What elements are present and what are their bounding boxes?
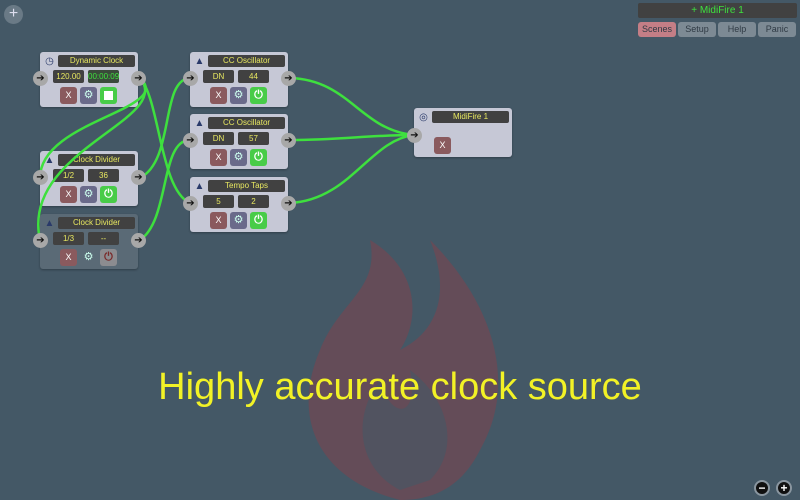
output-port-arrow-icon[interactable]: ➔ xyxy=(131,71,146,86)
power-button[interactable]: ⏻ xyxy=(250,87,267,104)
node-title: Clock Divider xyxy=(58,154,135,166)
input-port-arrow-icon[interactable]: ➔ xyxy=(33,233,48,248)
input-port-arrow-icon[interactable]: ➔ xyxy=(183,196,198,211)
clock-icon: ◷ xyxy=(45,56,54,67)
node-value-field[interactable]: 1/3 xyxy=(53,232,84,245)
setup-button[interactable]: Setup xyxy=(678,22,716,37)
delete-button[interactable]: X xyxy=(434,137,451,154)
panic-button[interactable]: Panic xyxy=(758,22,796,37)
scenes-button[interactable]: Scenes xyxy=(638,22,676,37)
node-title: Dynamic Clock xyxy=(58,55,135,67)
node-value-field[interactable]: 36 xyxy=(88,169,119,182)
output-port-arrow-icon[interactable]: ➔ xyxy=(131,170,146,185)
module-icon: ▲ xyxy=(44,218,55,229)
node-title: CC Oscillator xyxy=(208,117,285,129)
module-icon: ▲ xyxy=(194,118,205,129)
settings-gear-icon[interactable]: ⚙ xyxy=(83,251,94,263)
node-value-field[interactable]: 5 xyxy=(203,195,234,208)
node-title: CC Oscillator xyxy=(208,55,285,67)
output-port-arrow-icon[interactable]: ➔ xyxy=(281,196,296,211)
module-icon: ▲ xyxy=(44,155,55,166)
output-port-arrow-icon[interactable]: ➔ xyxy=(281,133,296,148)
caption-text: Highly accurate clock source xyxy=(158,366,642,408)
power-button[interactable]: ⏻ xyxy=(100,249,117,266)
input-port-arrow-icon[interactable]: ➔ xyxy=(33,71,48,86)
node-value-field[interactable]: 44 xyxy=(238,70,269,83)
node-value-field[interactable]: DN xyxy=(203,70,234,83)
node-clock-divider-2[interactable]: ▲Clock Divider 1/3 -- X ⚙ ⏻ xyxy=(40,214,138,269)
node-title: Tempo Taps xyxy=(208,180,285,192)
settings-gear-icon[interactable]: ⚙ xyxy=(230,87,247,104)
delete-button[interactable]: X xyxy=(60,87,77,104)
delete-button[interactable]: X xyxy=(210,212,227,229)
node-midifire-1[interactable]: ◎ MidiFire 1 X xyxy=(414,108,512,157)
output-port-arrow-icon[interactable]: ➔ xyxy=(281,71,296,86)
module-icon: ▲ xyxy=(194,56,205,67)
settings-gear-icon[interactable]: ⚙ xyxy=(80,186,97,203)
node-value-field[interactable]: 00:00:09 xyxy=(88,70,120,83)
zoom-in-icon[interactable]: + xyxy=(776,480,792,496)
stop-button[interactable] xyxy=(100,87,117,104)
settings-gear-icon[interactable]: ⚙ xyxy=(80,87,97,104)
delete-button[interactable]: X xyxy=(60,249,77,266)
device-selector[interactable]: + MidiFire 1 xyxy=(638,3,797,18)
delete-button[interactable]: X xyxy=(210,149,227,166)
node-value-field[interactable]: 1/2 xyxy=(53,169,84,182)
input-port-arrow-icon[interactable]: ➔ xyxy=(183,71,198,86)
power-button[interactable]: ⏻ xyxy=(250,149,267,166)
settings-gear-icon[interactable]: ⚙ xyxy=(230,212,247,229)
node-value-field[interactable]: DN xyxy=(203,132,234,145)
node-value-field[interactable]: -- xyxy=(88,232,119,245)
midi-port-icon: ◎ xyxy=(419,112,428,123)
output-port-arrow-icon[interactable]: ➔ xyxy=(131,233,146,248)
module-icon: ▲ xyxy=(194,181,205,192)
delete-button[interactable]: X xyxy=(210,87,227,104)
node-title: Clock Divider xyxy=(58,217,135,229)
input-port-arrow-icon[interactable]: ➔ xyxy=(33,170,48,185)
node-title: MidiFire 1 xyxy=(432,111,509,123)
power-button[interactable]: ⏻ xyxy=(250,212,267,229)
power-button[interactable]: ⏻ xyxy=(100,186,117,203)
settings-gear-icon[interactable]: ⚙ xyxy=(230,149,247,166)
zoom-out-icon[interactable]: − xyxy=(754,480,770,496)
node-value-field[interactable]: 120.00 xyxy=(53,70,84,83)
input-port-arrow-icon[interactable]: ➔ xyxy=(407,128,422,143)
delete-button[interactable]: X xyxy=(60,186,77,203)
add-module-button[interactable]: + xyxy=(4,5,23,24)
node-value-field[interactable]: 2 xyxy=(238,195,269,208)
help-button[interactable]: Help xyxy=(718,22,756,37)
input-port-arrow-icon[interactable]: ➔ xyxy=(183,133,198,148)
node-value-field[interactable]: 57 xyxy=(238,132,269,145)
